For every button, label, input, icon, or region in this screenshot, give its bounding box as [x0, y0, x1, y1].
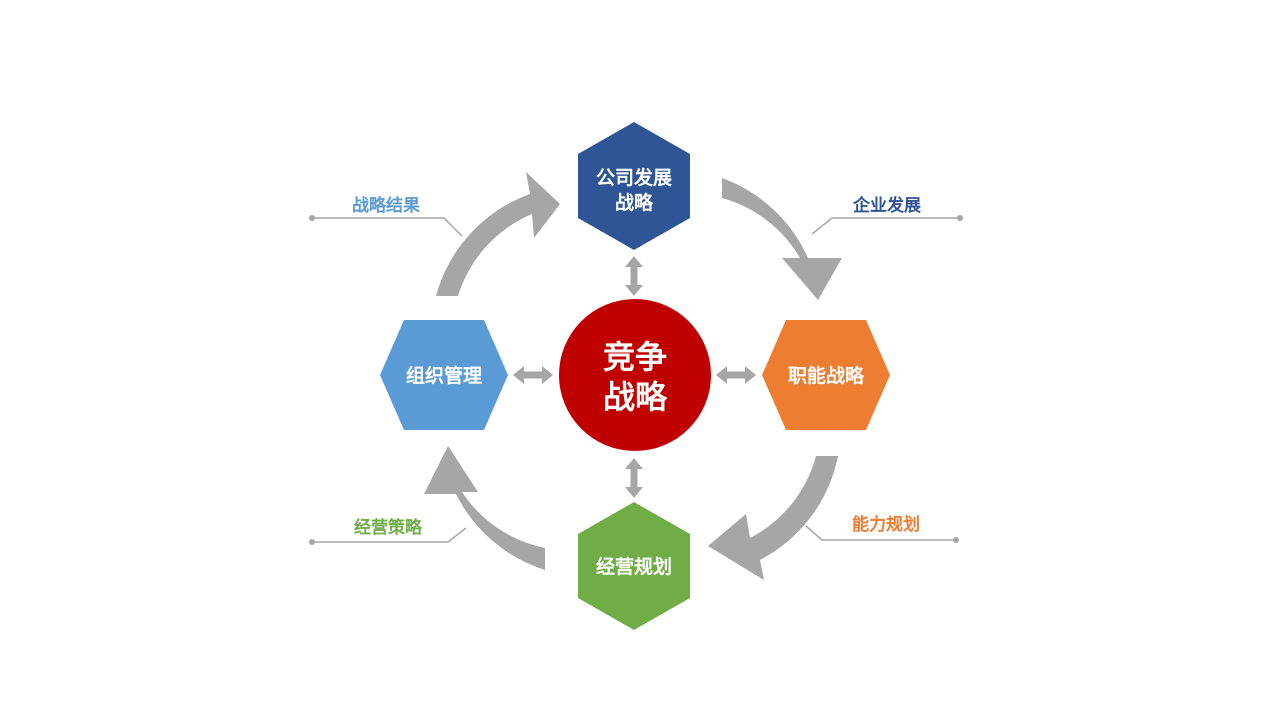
leader-line-top-right	[811, 217, 960, 235]
label-bottom-right: 能力规划	[852, 514, 920, 535]
arrow-left-to-top	[436, 172, 560, 296]
hexagon-right	[762, 320, 890, 430]
label-top-left: 战略结果	[352, 195, 420, 216]
node-top-line1: 公司发展	[596, 166, 672, 189]
leader-dot-bottom-left	[309, 539, 315, 545]
arrow-bottom-to-left	[424, 446, 545, 570]
label-top-right: 企业发展	[852, 195, 921, 216]
leader-line-top-left	[312, 217, 463, 237]
node-top-line2: 战略	[615, 191, 654, 214]
connector-left-center	[513, 366, 553, 384]
node-bottom-label: 经营规划	[596, 555, 672, 578]
node-left-label: 组织管理	[406, 364, 482, 387]
leader-dot-top-right	[957, 215, 963, 221]
leader-dot-bottom-right	[953, 537, 959, 543]
leader-dot-top-left	[309, 215, 315, 221]
hexagon-bottom	[578, 502, 690, 630]
node-bottom-operations: 经营规划	[578, 502, 690, 630]
center-circle	[559, 299, 711, 451]
node-left-organization: 组织管理	[380, 320, 508, 430]
connector-center-bottom	[625, 458, 643, 498]
cycle-arrows	[424, 172, 842, 580]
hexagon-top	[578, 122, 690, 250]
leader-lines	[309, 215, 963, 545]
connector-top-center	[625, 256, 643, 296]
node-right-functional: 职能战略	[762, 320, 890, 430]
center-competitive-strategy: 竞争 战略	[559, 299, 711, 451]
hexagon-left	[380, 320, 508, 430]
arrow-top-to-right	[722, 178, 842, 300]
leader-line-bottom-left	[312, 527, 467, 543]
label-bottom-left: 经营策略	[354, 517, 423, 538]
connector-center-right	[716, 366, 756, 384]
node-right-label: 职能战略	[788, 364, 865, 387]
arrow-right-to-bottom	[708, 456, 838, 580]
node-top-company-strategy: 公司发展 战略	[578, 122, 690, 250]
leader-line-bottom-right	[805, 525, 956, 541]
center-line1: 竞争	[603, 338, 667, 376]
connector-arrows	[513, 256, 756, 498]
center-line2: 战略	[603, 378, 668, 416]
